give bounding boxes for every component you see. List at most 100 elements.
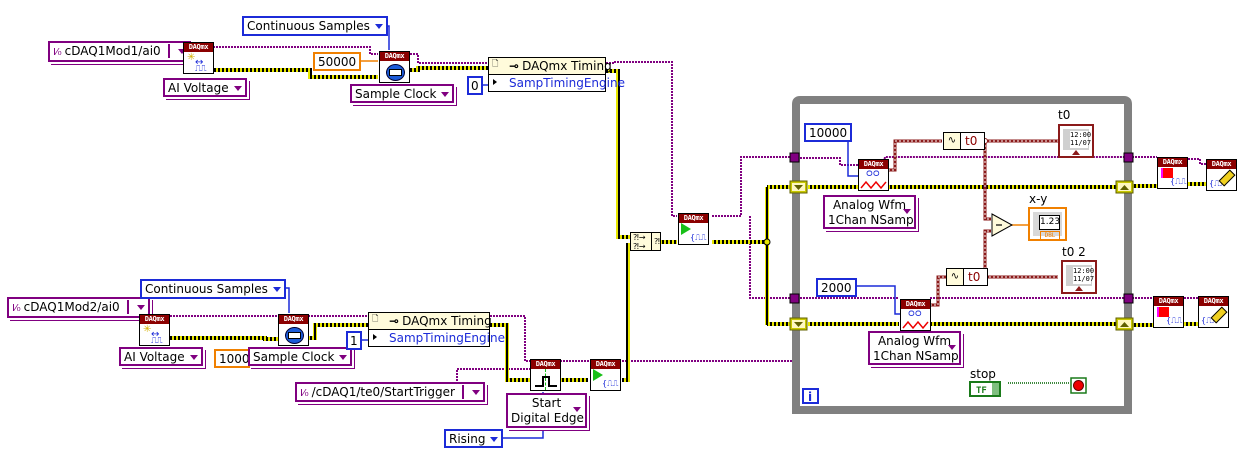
- edge-label: Rising: [449, 432, 486, 446]
- shift-register-left-2[interactable]: [789, 317, 808, 331]
- stop-task-vi-1[interactable]: DAQmx {⎍⎍: [1157, 157, 1188, 189]
- task-wire[interactable]: [452, 368, 531, 392]
- daqmx-badge: DAQmx: [140, 315, 169, 324]
- start-task-vi-2[interactable]: DAQmx {⎍⎍: [590, 359, 621, 391]
- iteration-terminal[interactable]: i: [802, 388, 819, 404]
- stop-if-true-icon: [1073, 380, 1084, 391]
- clear-task-vi-1[interactable]: DAQmx {⎍⎍: [1206, 159, 1237, 191]
- trigger-type-selector[interactable]: Start Digital Edge: [506, 393, 587, 428]
- task-wire[interactable]: [490, 315, 531, 362]
- stop-button-terminal[interactable]: TF: [969, 381, 1001, 397]
- create-channel-vi-1[interactable]: DAQmx ✳ ↔ ⎍⎍: [183, 42, 214, 74]
- timing-type-selector-2[interactable]: Sample Clock: [248, 347, 353, 366]
- subtract-node[interactable]: [991, 213, 1013, 237]
- samples-wire-2[interactable]: [848, 285, 900, 315]
- sample-mode-label: Continuous Samples: [247, 19, 370, 33]
- trigger-edge-ring[interactable]: Rising: [444, 429, 504, 448]
- waveform-get-t0-icon: ∿: [944, 133, 961, 149]
- x-y-indicator[interactable]: 1.23 DBL: [1028, 207, 1067, 241]
- merge-errors-node[interactable]: ⁈→ ⁈→ ⁈: [630, 232, 661, 251]
- channel-type-selector-2[interactable]: AI Voltage: [119, 347, 203, 366]
- rate-value: 10000: [219, 352, 258, 366]
- task-wire[interactable]: [1188, 158, 1206, 165]
- read-glasses-icon: ᴑᴑ: [859, 168, 888, 191]
- clear-task-vi-2[interactable]: DAQmx {⎍⎍: [1198, 296, 1229, 328]
- daqmx-badge: DAQmx: [531, 360, 560, 369]
- read-vi-1[interactable]: DAQmx ᴑᴑ: [858, 159, 889, 191]
- error-wire[interactable]: [308, 323, 368, 340]
- shift-register-right-2[interactable]: [1115, 317, 1134, 331]
- timing-vi-2[interactable]: DAQmx: [278, 314, 309, 346]
- error-wire[interactable]: [410, 66, 488, 72]
- daqmx-badge: DAQmx: [279, 315, 308, 324]
- read-vi-2[interactable]: DAQmx ᴑᴑ: [900, 299, 931, 331]
- task-wire[interactable]: [606, 61, 677, 217]
- create-channel-vi-2[interactable]: DAQmx ✳ ↔ ⎍⎍: [139, 314, 170, 346]
- while-loop[interactable]: [792, 96, 1132, 414]
- task-wire[interactable]: [213, 46, 378, 55]
- error-wire[interactable]: [490, 323, 531, 382]
- channel-type-label: AI Voltage: [124, 350, 185, 364]
- timing-vi-1[interactable]: DAQmx: [379, 51, 410, 83]
- sample-mode-ring-2[interactable]: Continuous Samples: [140, 279, 286, 299]
- channel-name: cDAQ1Mod2/ai0: [23, 300, 120, 314]
- waveform-wire[interactable]: [884, 139, 942, 172]
- channel-name: cDAQ1Mod1/ai0: [64, 44, 161, 58]
- timing-property-node-1[interactable]: 🗋 ⊸DAQmx Timing SampTimingEngine: [488, 57, 625, 92]
- timing-type-selector-1[interactable]: Sample Clock: [350, 84, 455, 103]
- channel-type-selector-1[interactable]: AI Voltage: [163, 78, 247, 97]
- sample-mode-ring-1[interactable]: Continuous Samples: [242, 16, 388, 36]
- task-wire[interactable]: [712, 156, 792, 217]
- dropdown-arrow-icon[interactable]: [461, 385, 480, 399]
- samples-per-channel-constant-1[interactable]: 10000: [804, 123, 853, 142]
- timing-engine-constant-2[interactable]: 1: [346, 331, 362, 350]
- property-node-icon: ⊸: [509, 59, 520, 73]
- trigger-source-constant[interactable]: I⁄₀/cDAQ1/te0/StartTrigger: [295, 382, 485, 402]
- task-tunnel-out[interactable]: [1123, 152, 1134, 163]
- trigger-vi[interactable]: DAQmx: [530, 359, 561, 391]
- task-tunnel-in-2[interactable]: [789, 293, 800, 304]
- task-wire[interactable]: [800, 157, 858, 166]
- task-wire[interactable]: [749, 216, 792, 299]
- task-tunnel-in[interactable]: [789, 152, 800, 163]
- t0-2-indicator-label: t0 2: [1062, 245, 1086, 259]
- error-wire[interactable]: [170, 336, 278, 341]
- dropdown-arrow-icon[interactable]: [167, 44, 186, 58]
- clear-task-eraser-icon: {⎍⎍: [1207, 169, 1236, 191]
- rate-constant-1[interactable]: 50000: [313, 52, 362, 71]
- property-item-samp-timing-engine[interactable]: SampTimingEngine: [489, 75, 625, 91]
- io-name-icon: I⁄₀: [12, 303, 21, 314]
- shift-register-right-1[interactable]: [1115, 180, 1134, 194]
- stop-task-vi-2[interactable]: DAQmx {⎍⎍: [1153, 296, 1184, 328]
- get-waveform-t0-node-2[interactable]: ∿ t0: [946, 268, 988, 286]
- start-task-vi-1[interactable]: DAQmx {⎍⎍: [678, 213, 709, 245]
- dropdown-arrow-icon[interactable]: [126, 300, 145, 314]
- sample-mode-label: Continuous Samples: [145, 282, 268, 296]
- dropdown-arrow-icon: [272, 287, 281, 292]
- timing-property-node-2[interactable]: 🗋 ⊸DAQmx Timing SampTimingEngine: [368, 312, 505, 347]
- error-wire[interactable]: [213, 68, 378, 79]
- loop-condition-terminal[interactable]: [1070, 377, 1087, 394]
- task-tunnel-out-2[interactable]: [1123, 293, 1134, 304]
- error-wire[interactable]: [606, 69, 630, 239]
- task-wire[interactable]: [410, 53, 488, 64]
- dropdown-arrow-icon: [441, 92, 450, 97]
- read-mode-selector-1[interactable]: Analog Wfm 1Chan NSamp: [823, 195, 916, 229]
- timestamp-wire[interactable]: [983, 141, 991, 221]
- shift-register-left-1[interactable]: [789, 180, 808, 194]
- dropdown-arrow-icon: [948, 345, 956, 350]
- get-waveform-t0-node-1[interactable]: ∿ t0: [943, 132, 985, 150]
- stop-label: stop: [970, 367, 996, 381]
- samples-per-channel-constant-2[interactable]: 2000: [816, 278, 857, 297]
- error-wire[interactable]: [622, 243, 630, 382]
- rate-value: 50000: [318, 55, 357, 69]
- timing-engine-constant-1[interactable]: 0: [467, 76, 483, 95]
- property-item-samp-timing-engine[interactable]: SampTimingEngine: [369, 330, 505, 346]
- read-mode-selector-2[interactable]: Analog Wfm 1Chan NSamp: [868, 331, 961, 365]
- dropdown-arrow-icon: [573, 407, 581, 412]
- dropdown-arrow-icon: [339, 355, 348, 360]
